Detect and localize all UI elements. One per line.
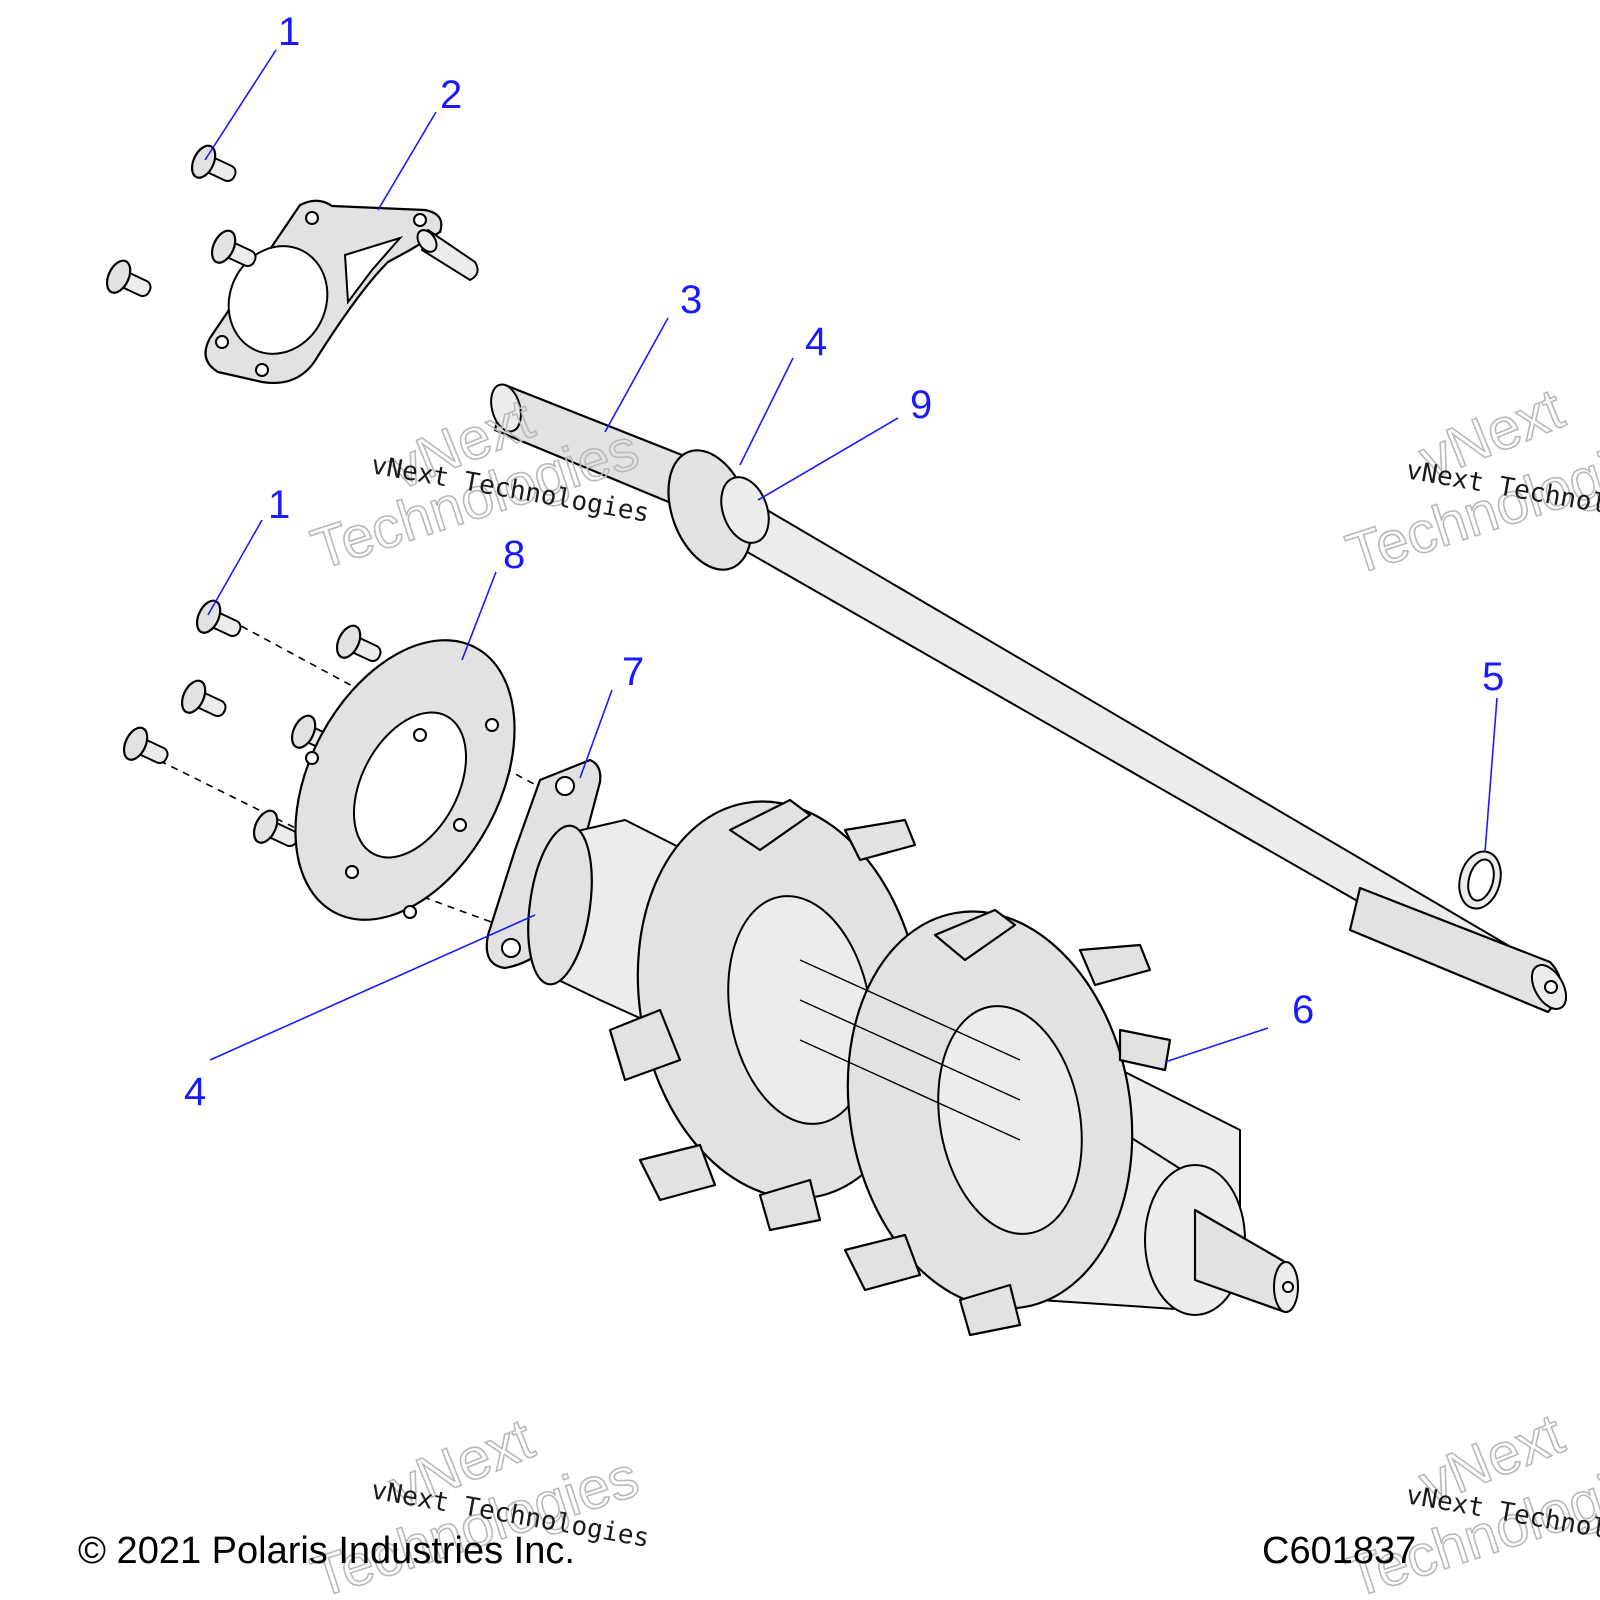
callout-5: 5: [1482, 655, 1504, 699]
plate-bore: [227, 245, 329, 355]
sprocket-inner: [937, 1005, 1083, 1235]
plate-hole: [255, 363, 269, 377]
top-bolts: [105, 144, 257, 298]
flange-hole: [501, 938, 521, 958]
sprocket-tooth: [758, 1178, 822, 1232]
stub-center: [1282, 1281, 1294, 1293]
plate-hole: [485, 718, 499, 732]
callout-9: 9: [910, 383, 932, 427]
sprocket-right: [843, 908, 1172, 1337]
callout-7: 7: [622, 650, 644, 694]
plate-hole: [403, 905, 417, 919]
plate-pin-end: [416, 229, 438, 253]
flange-hole: [555, 776, 575, 796]
bolt: [210, 229, 257, 268]
callout-6: 6: [1292, 988, 1314, 1032]
callout-1-top: 1: [278, 10, 300, 54]
bolt: [190, 144, 237, 183]
sprocket-tooth: [728, 798, 812, 852]
bolt: [252, 809, 299, 848]
copyright-text: © 2021 Polaris Industries Inc.: [78, 1530, 575, 1572]
drawing-code: C601837: [1262, 1530, 1417, 1572]
hub-flute-line: [799, 999, 1021, 1101]
bearing-plate-assembly: [204, 199, 479, 384]
sprocket-tooth: [1118, 1028, 1172, 1072]
sprocket-tooth: [843, 1233, 922, 1292]
leader-lines: [204, 49, 1498, 1063]
callout-labels: 1 2 3 4 9 1 8 7 5 6 4: [184, 10, 1504, 1114]
sprocket-tooth: [638, 1143, 717, 1202]
hub-flute-line: [799, 1039, 1021, 1141]
plate-hole: [305, 751, 319, 765]
bolt-head: [105, 259, 132, 294]
callout-1-lower: 1: [268, 483, 290, 527]
bolt-head: [252, 809, 279, 844]
plate-hole: [305, 211, 319, 225]
sprocket-tooth: [1078, 943, 1152, 987]
leader-1-top: [204, 49, 277, 161]
bolt: [195, 599, 242, 638]
watermark-top-left: vNext Technologies vNext Technologies: [303, 385, 651, 583]
upper-shaft-assembly: [490, 383, 1568, 1014]
snap-ring-hole: [1467, 858, 1495, 902]
hub-front-collar: [527, 824, 593, 986]
bolt: [180, 679, 227, 718]
drive-shaft-assembly: [527, 798, 1299, 1337]
leader-3: [604, 317, 669, 433]
callout-3: 3: [680, 278, 702, 322]
seal-plate-bore: [352, 711, 468, 859]
plate-hole: [215, 335, 229, 349]
bolt: [122, 726, 169, 765]
leader-6: [1164, 1027, 1269, 1063]
hub-flute-line: [799, 959, 1021, 1061]
sprocket-tooth: [958, 1283, 1022, 1337]
leader-2: [377, 111, 437, 211]
sprocket-tooth: [933, 908, 1017, 962]
plate-hole: [345, 865, 359, 879]
sprocket-tooth: [608, 1008, 682, 1082]
callout-4-top: 4: [805, 320, 827, 364]
shaft-spline-left-end: [490, 383, 522, 433]
bolt-head: [180, 679, 207, 714]
callout-8: 8: [503, 533, 525, 577]
leader-8: [461, 571, 497, 661]
bolt: [105, 259, 152, 298]
leader-5: [1484, 697, 1498, 853]
shaft-end-spline: [1348, 886, 1562, 1014]
bolt-head: [290, 714, 317, 749]
callout-4-lower: 4: [184, 1070, 206, 1114]
bolt-head: [122, 726, 149, 761]
bearing-inner: [720, 476, 770, 544]
sprocket-tooth: [843, 818, 917, 862]
leader-9: [757, 417, 899, 501]
leader-4-top: [739, 357, 794, 466]
callout-2: 2: [440, 73, 462, 117]
plate-hole: [413, 728, 427, 742]
bolt-head: [335, 624, 362, 659]
plate-hole: [453, 818, 467, 832]
watermark-top-right: vNext Technologies vNext Technologies: [1338, 375, 1600, 588]
bolt: [335, 624, 382, 663]
shaft-center: [1544, 980, 1558, 994]
leader-7: [579, 689, 613, 779]
plate-hole: [413, 213, 427, 227]
leader-1-lower: [207, 519, 263, 616]
plate-cutout: [343, 236, 404, 305]
bolt-head: [210, 229, 237, 264]
seal-plate: [294, 639, 516, 921]
leader-4-lower: [209, 914, 536, 1061]
